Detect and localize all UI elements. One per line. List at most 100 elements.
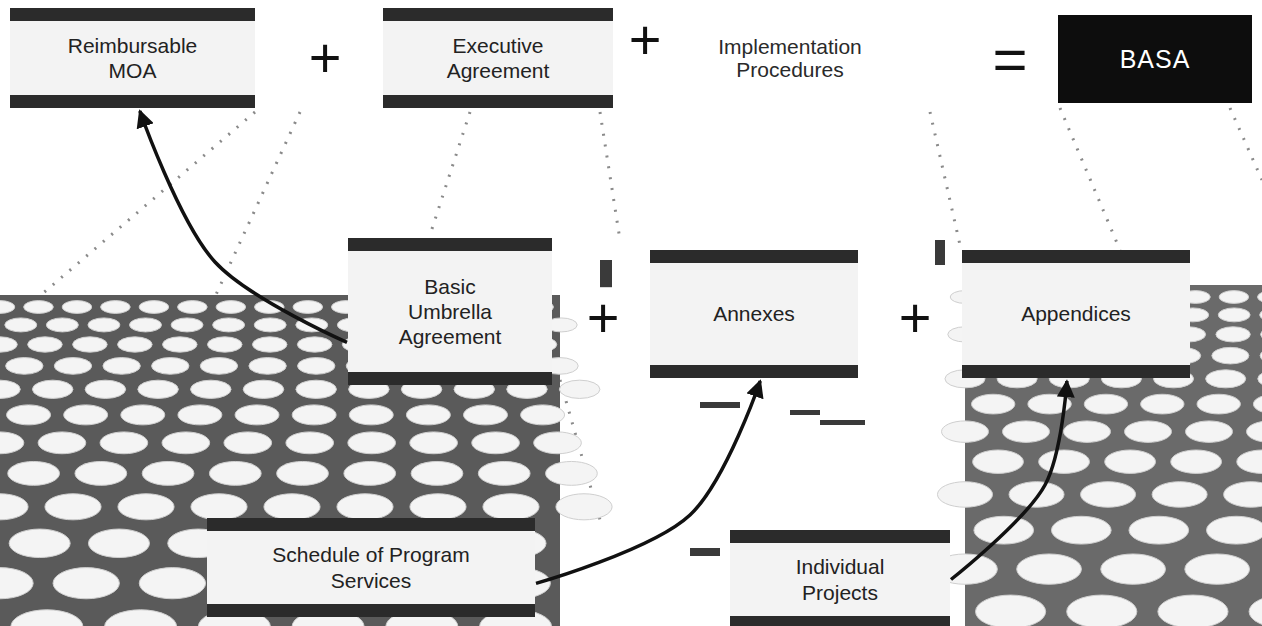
result-box: BASA bbox=[1058, 15, 1252, 103]
dot bbox=[191, 494, 247, 520]
dot bbox=[264, 494, 320, 520]
dot bbox=[5, 318, 37, 332]
perspective-line bbox=[430, 112, 470, 235]
agreement-box: Annexes bbox=[650, 250, 858, 378]
dot bbox=[178, 301, 208, 314]
dot bbox=[0, 301, 15, 314]
box-label: Basic Umbrella Agreement bbox=[385, 274, 515, 350]
operator-symbol: + bbox=[583, 287, 624, 349]
dot bbox=[1253, 394, 1262, 414]
fleck bbox=[700, 402, 740, 408]
dot bbox=[1249, 595, 1262, 626]
dot bbox=[1081, 482, 1136, 508]
dot bbox=[942, 421, 989, 442]
dot bbox=[483, 494, 539, 520]
dot bbox=[410, 494, 466, 520]
dot bbox=[171, 318, 203, 332]
dot bbox=[286, 432, 334, 454]
dot bbox=[1017, 554, 1082, 584]
dot bbox=[1141, 394, 1184, 414]
dot bbox=[103, 358, 140, 375]
dot bbox=[6, 358, 43, 375]
dot bbox=[139, 568, 205, 599]
operator-symbol: + bbox=[305, 27, 346, 89]
dot bbox=[139, 301, 169, 314]
dot bbox=[1003, 421, 1050, 442]
agreement-box: Reimbursable MOA bbox=[10, 8, 255, 108]
dot bbox=[344, 461, 396, 485]
dot bbox=[1101, 554, 1166, 584]
dot bbox=[1260, 308, 1262, 322]
dot bbox=[298, 358, 335, 375]
dot bbox=[28, 337, 63, 352]
dot bbox=[1039, 450, 1090, 473]
dot bbox=[0, 432, 24, 454]
perspective-line bbox=[1060, 108, 1120, 250]
dot bbox=[348, 432, 396, 454]
connector-arrow bbox=[536, 381, 760, 583]
dot bbox=[472, 432, 520, 454]
dot bbox=[54, 358, 91, 375]
dot bbox=[163, 337, 198, 352]
box-label: Schedule of Program Services bbox=[241, 542, 501, 592]
agreement-box: Executive Agreement bbox=[383, 8, 613, 108]
dot bbox=[1258, 370, 1262, 388]
dot bbox=[75, 461, 127, 485]
dot bbox=[1185, 554, 1250, 584]
dot bbox=[293, 301, 323, 314]
dot bbox=[178, 405, 222, 425]
agreement-box: Appendices bbox=[962, 250, 1190, 378]
operator-symbol: = bbox=[988, 27, 1031, 93]
operator-symbol: + bbox=[895, 287, 936, 349]
dot bbox=[130, 318, 162, 332]
dot bbox=[118, 337, 153, 352]
dot bbox=[105, 610, 177, 626]
dot bbox=[0, 494, 28, 520]
dot bbox=[297, 337, 332, 352]
dot bbox=[121, 405, 165, 425]
agreement-box: Basic Umbrella Agreement bbox=[348, 238, 552, 385]
dot bbox=[200, 358, 237, 375]
box-label: Annexes bbox=[713, 301, 795, 326]
dot bbox=[976, 595, 1046, 626]
dot bbox=[1212, 347, 1249, 364]
dot bbox=[216, 301, 246, 314]
dot bbox=[8, 461, 60, 485]
connector-arrow bbox=[140, 111, 347, 342]
dot bbox=[1224, 482, 1262, 508]
dot bbox=[973, 450, 1024, 473]
term-label: Implementation Procedures bbox=[686, 35, 894, 81]
dot bbox=[152, 358, 189, 375]
dot bbox=[100, 432, 148, 454]
dot bbox=[101, 301, 131, 314]
dot bbox=[1258, 291, 1262, 304]
dot bbox=[1105, 450, 1156, 473]
dot bbox=[406, 405, 450, 425]
dot bbox=[1171, 450, 1222, 473]
dot bbox=[1237, 450, 1262, 473]
dot bbox=[296, 380, 337, 398]
dot bbox=[1158, 595, 1228, 626]
dot bbox=[235, 405, 279, 425]
dot bbox=[191, 380, 232, 398]
dot bbox=[1051, 516, 1111, 544]
dot bbox=[0, 337, 17, 352]
dot bbox=[32, 380, 73, 398]
dot bbox=[213, 318, 245, 332]
dot bbox=[972, 394, 1015, 414]
dot bbox=[411, 461, 463, 485]
dot bbox=[478, 461, 530, 485]
dot bbox=[7, 405, 51, 425]
box-label: BASA bbox=[1120, 44, 1191, 74]
box-label: Executive Agreement bbox=[428, 33, 568, 83]
dot bbox=[1207, 516, 1262, 544]
dot bbox=[1064, 421, 1111, 442]
dot bbox=[292, 405, 336, 425]
dot bbox=[138, 380, 179, 398]
dot bbox=[254, 318, 286, 332]
dot bbox=[534, 432, 582, 454]
dot bbox=[85, 380, 126, 398]
perspective-line bbox=[930, 112, 960, 245]
fleck bbox=[690, 548, 720, 556]
